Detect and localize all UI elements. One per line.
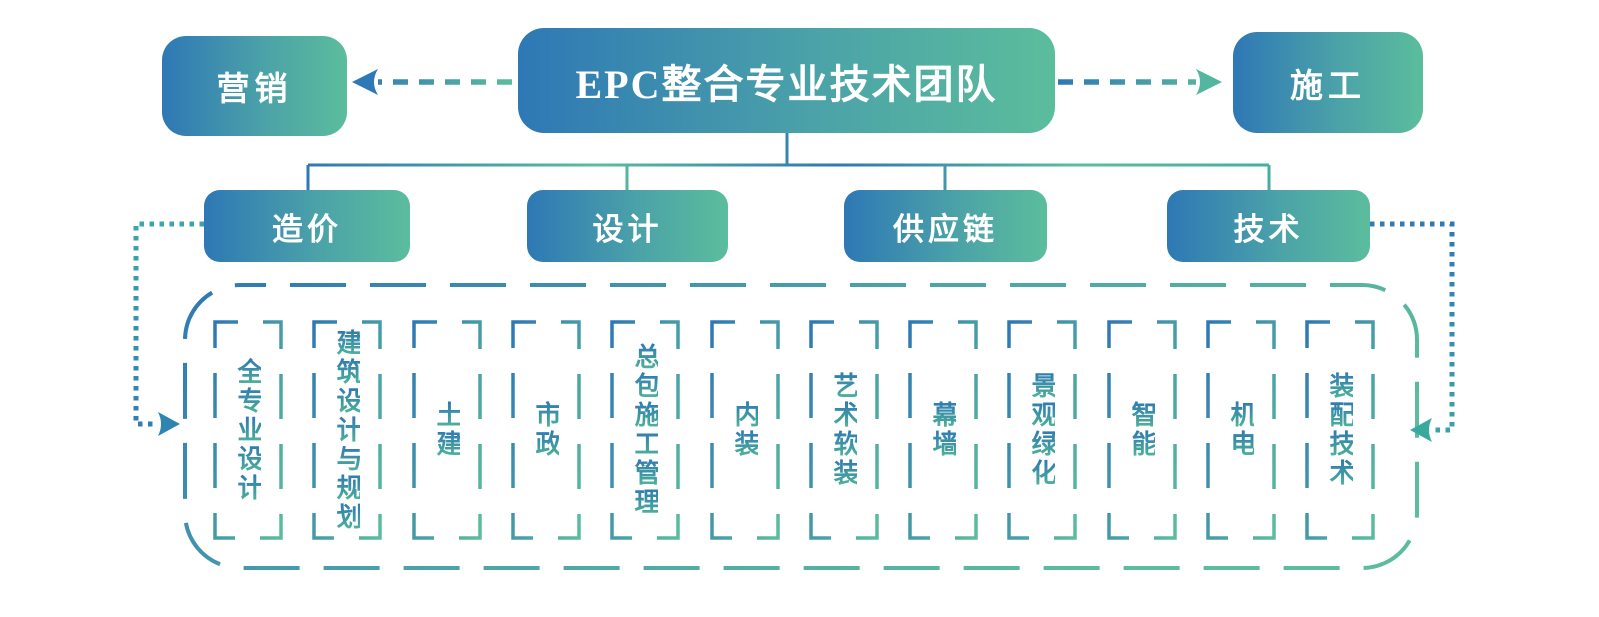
capability-label: 艺术软装 (830, 372, 859, 488)
capability-item-art-soft-furnishing: 艺术软装 (811, 322, 877, 538)
department-node-supply-chain: 供应链 (844, 190, 1047, 262)
capability-item-full-discipline-design: 全专业设计 (215, 322, 281, 538)
capability-label: 全专业设计 (234, 357, 263, 503)
capability-label: 市政 (532, 401, 561, 459)
capability-label: 总包施工管理 (631, 343, 660, 517)
arrowhead-right-icon (1196, 69, 1222, 95)
department-node-technology: 技术 (1167, 190, 1370, 262)
construction-label: 施工 (1290, 68, 1366, 105)
capability-label: 机电 (1227, 401, 1256, 459)
department-node-design: 设计 (527, 190, 728, 262)
marketing-node: 营销 (162, 36, 347, 136)
department-label: 供应链 (893, 211, 998, 247)
construction-node: 施工 (1233, 32, 1423, 133)
department-node-cost: 造价 (204, 190, 410, 262)
connector-tree (306, 133, 1271, 190)
capability-item-curtain-wall: 幕墙 (910, 322, 976, 538)
capability-label: 景观绿化 (1028, 372, 1057, 488)
capability-label: 内装 (731, 401, 760, 459)
dotted-loop-left (133, 221, 204, 427)
capability-label: 装配技术 (1326, 372, 1355, 488)
capability-label: 建筑设计与规划 (333, 328, 362, 532)
capability-label: 智能 (1128, 401, 1157, 459)
arrowhead-loop-right-icon (1410, 418, 1432, 442)
department-label: 设计 (592, 211, 663, 247)
arrowhead-loop-left-icon (158, 412, 180, 436)
capability-item-intelligent: 智能 (1109, 322, 1175, 538)
capability-item-landscape-greening: 景观绿化 (1009, 322, 1075, 538)
capability-item-general-contracting-management: 总包施工管理 (612, 322, 678, 538)
capability-item-civil-construction: 土建 (414, 322, 480, 538)
capability-item-interior: 内装 (712, 322, 778, 538)
root-node: EPC整合专业技术团队 (518, 28, 1055, 133)
capability-label: 土建 (433, 401, 462, 459)
capability-item-architectural-design-planning: 建筑设计与规划 (314, 322, 380, 538)
capability-item-mechanical-electrical: 机电 (1208, 322, 1274, 538)
arrowhead-left-icon (352, 69, 378, 95)
department-label: 造价 (272, 211, 342, 247)
capability-item-assembly-technology: 装配技术 (1307, 322, 1373, 538)
root-title: EPC整合专业技术团队 (575, 61, 998, 107)
capability-label: 幕墙 (929, 401, 958, 459)
capability-item-municipal: 市政 (513, 322, 579, 538)
department-label: 技术 (1233, 211, 1304, 247)
marketing-label: 营销 (216, 72, 293, 108)
dotted-loop-right (1370, 221, 1455, 433)
